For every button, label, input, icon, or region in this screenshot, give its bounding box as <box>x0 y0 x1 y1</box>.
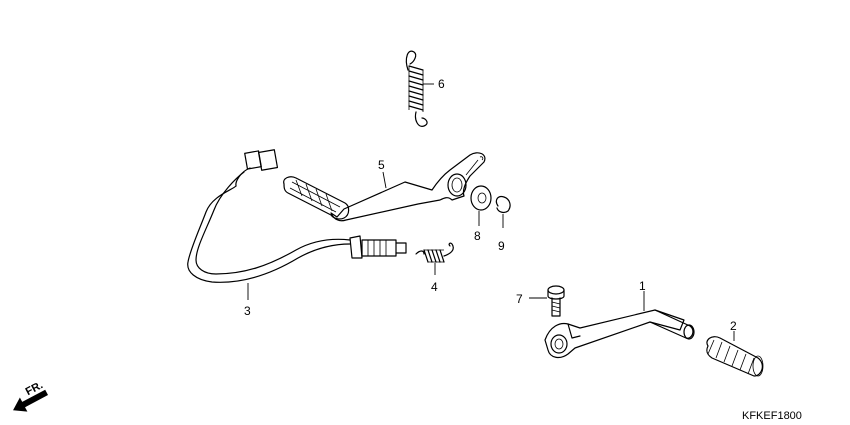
callout-9-number: 9 <box>498 239 505 253</box>
callout-7: 7 <box>516 292 547 306</box>
callout-9: 9 <box>498 214 505 253</box>
gearshift-pedal-part-1 <box>544 309 695 359</box>
washer-part-8 <box>470 185 492 211</box>
spring-part-4 <box>415 242 454 263</box>
callout-7-number: 7 <box>516 292 523 306</box>
callout-3-number: 3 <box>244 304 251 318</box>
callout-8-number: 8 <box>474 229 481 243</box>
stop-switch-part-3 <box>187 149 407 283</box>
callout-1-number: 1 <box>639 279 646 293</box>
drawing-code: KFKEF1800 <box>742 410 802 422</box>
brake-pedal-part-5 <box>283 152 486 222</box>
spring-part-6 <box>405 50 428 127</box>
callout-3: 3 <box>244 283 251 318</box>
pedal-rubber-part-2 <box>706 336 764 377</box>
callout-5: 5 <box>378 158 387 189</box>
bolt-part-7 <box>547 285 565 317</box>
front-direction-arrow-icon: FR. <box>13 379 49 412</box>
callout-4-number: 4 <box>431 280 438 294</box>
callout-1: 1 <box>639 279 646 311</box>
callout-5-number: 5 <box>378 158 385 172</box>
callout-6-number: 6 <box>438 77 445 91</box>
callout-6: 6 <box>423 77 445 91</box>
callout-2: 2 <box>730 319 737 341</box>
callout-2-number: 2 <box>730 319 737 333</box>
clip-part-9 <box>495 195 511 214</box>
callout-4: 4 <box>431 263 438 294</box>
callout-8: 8 <box>474 211 481 243</box>
